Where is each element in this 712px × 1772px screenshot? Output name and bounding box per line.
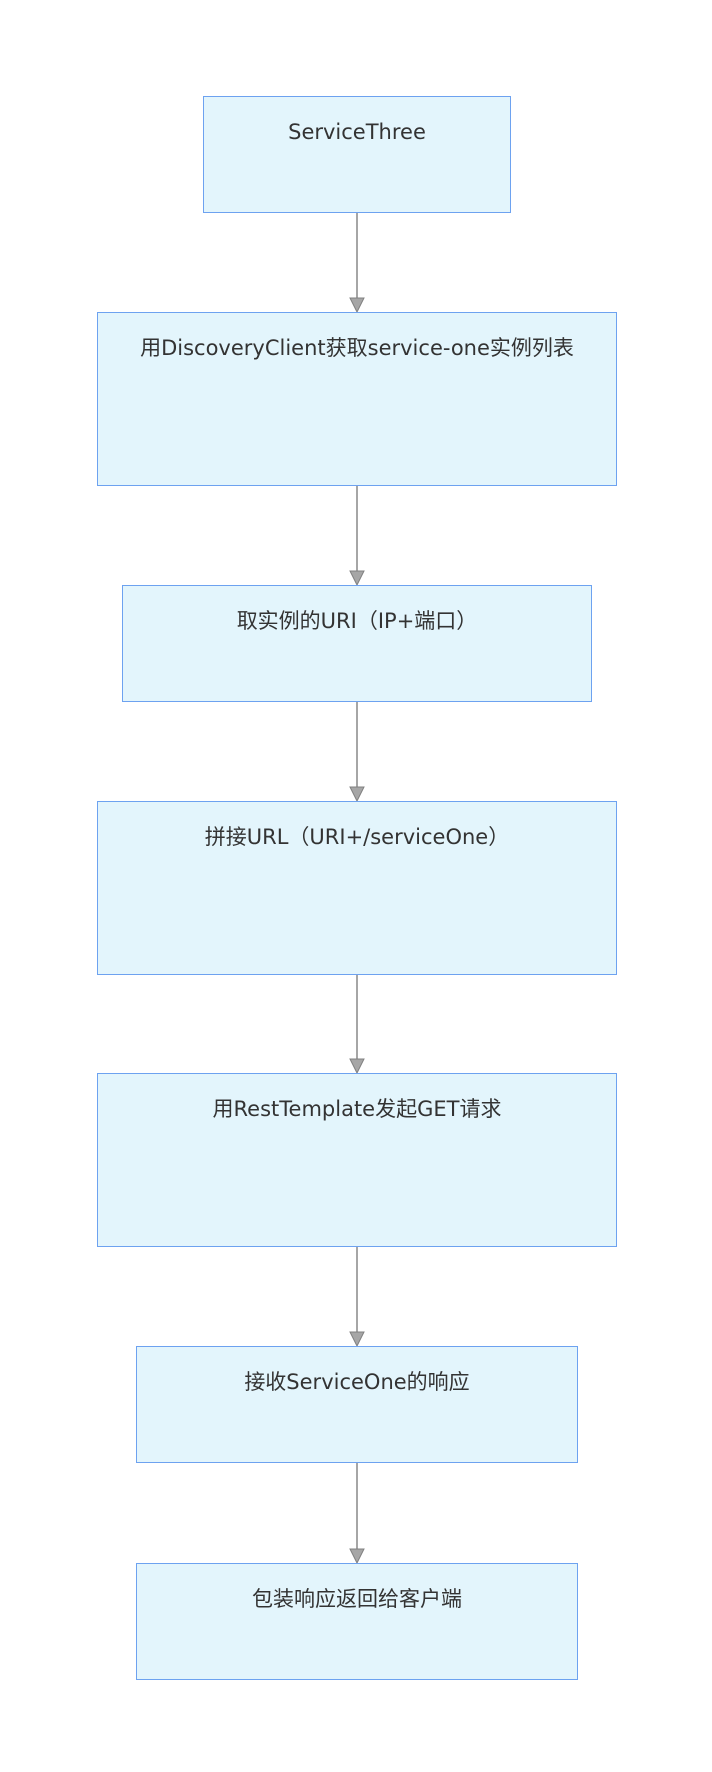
arrowhead-icon bbox=[349, 786, 365, 803]
arrowhead-icon bbox=[349, 1331, 365, 1348]
flow-node-get-instance-uri: 取实例的URI（IP+端口） bbox=[122, 585, 592, 702]
flow-node-label: 接收ServiceOne的响应 bbox=[244, 1370, 470, 1394]
flow-node-send-get-request: 用RestTemplate发起GET请求 bbox=[97, 1073, 617, 1247]
flow-node-label: 包装响应返回给客户端 bbox=[252, 1587, 462, 1611]
flow-node-label: 用RestTemplate发起GET请求 bbox=[212, 1097, 502, 1121]
arrowhead-icon bbox=[349, 297, 365, 314]
flow-node-build-url: 拼接URL（URI+/serviceOne） bbox=[97, 801, 617, 975]
flow-node-label: 拼接URL（URI+/serviceOne） bbox=[204, 825, 510, 849]
arrowhead-icon bbox=[349, 1058, 365, 1075]
flow-node-label: ServiceThree bbox=[288, 120, 426, 144]
flow-node-return-to-client: 包装响应返回给客户端 bbox=[136, 1563, 578, 1680]
flow-node-service-three: ServiceThree bbox=[203, 96, 511, 213]
flow-node-receive-response: 接收ServiceOne的响应 bbox=[136, 1346, 578, 1463]
flow-node-get-instance-list: 用DiscoveryClient获取service-one实例列表 bbox=[97, 312, 617, 486]
flow-node-label: 用DiscoveryClient获取service-one实例列表 bbox=[140, 336, 574, 360]
arrowhead-icon bbox=[349, 570, 365, 587]
flow-node-label: 取实例的URI（IP+端口） bbox=[236, 609, 478, 633]
arrowhead-icon bbox=[349, 1548, 365, 1565]
